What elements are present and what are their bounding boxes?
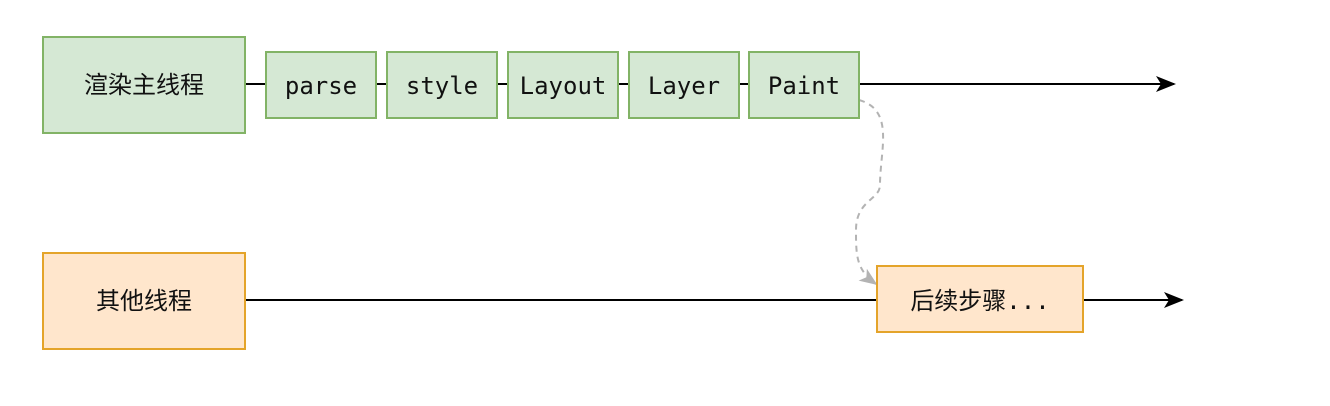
next-step-rect xyxy=(876,265,1084,333)
step-rect xyxy=(265,51,377,119)
step-parse: parse xyxy=(265,51,377,119)
step-label-layer: Layer xyxy=(648,72,720,100)
dashed-connector-arrow xyxy=(854,99,885,286)
step-style: style xyxy=(386,51,498,119)
step-layout: Layout xyxy=(507,51,619,119)
step-label-style: style xyxy=(406,72,478,100)
step-label-layout: Layout xyxy=(520,72,607,100)
step-rect xyxy=(748,51,860,119)
step-rect xyxy=(386,51,498,119)
step-label-paint: Paint xyxy=(768,72,840,100)
main-thread-rect xyxy=(42,36,246,134)
other-thread-label: 其他线程 xyxy=(96,287,192,315)
step-paint: Paint xyxy=(748,51,860,119)
main-thread-label: 渲染主线程 xyxy=(84,71,204,99)
main-thread-box: 渲染主线程 xyxy=(42,36,246,134)
next-step-box: 后续步骤... xyxy=(876,265,1084,333)
step-label-parse: parse xyxy=(285,72,357,100)
other-thread-box: 其他线程 xyxy=(42,252,246,350)
next-step-label: 后续步骤... xyxy=(910,287,1049,315)
step-layer: Layer xyxy=(628,51,740,119)
step-rect xyxy=(628,51,740,119)
other-thread-rect xyxy=(42,252,246,350)
step-rect xyxy=(507,51,619,119)
